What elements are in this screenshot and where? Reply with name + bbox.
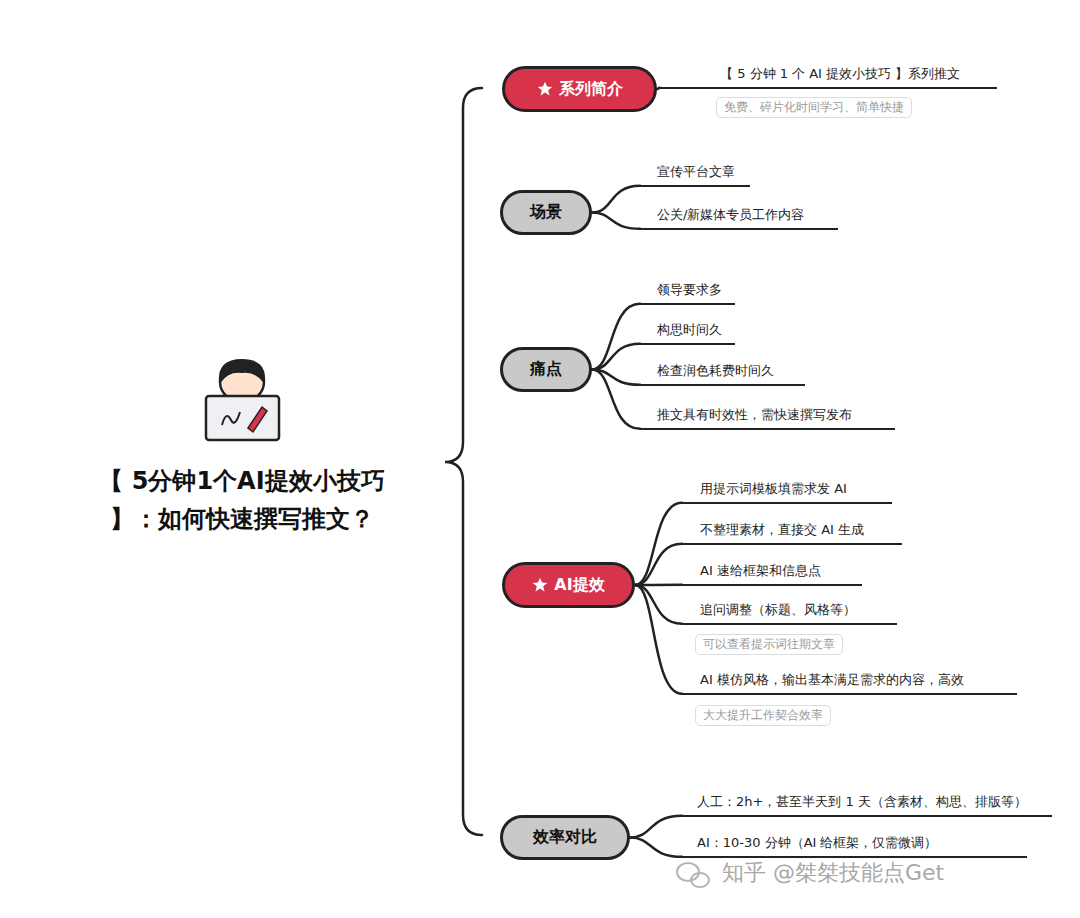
node-text: 痛点 bbox=[530, 359, 562, 380]
note-tag: 大大提升工作契合效率 bbox=[695, 705, 831, 726]
branch-connector bbox=[592, 186, 640, 213]
leaf-item: 不整理素材，直接交 AI 生成 bbox=[682, 521, 902, 545]
node-text: 系列简介 bbox=[559, 79, 623, 100]
node-text: 不整理素材，直接交 AI 生成 bbox=[700, 522, 864, 537]
node-text: 用提示词模板填需求发 AI bbox=[700, 481, 847, 496]
branch-connector bbox=[635, 544, 682, 585]
node-text: AI 速给框架和信息点 bbox=[700, 563, 821, 578]
leaf-item: 【 5 分钟 1 个 AI 提效小技巧 】系列推文 bbox=[660, 65, 997, 89]
leaf-item: 领导要求多 bbox=[640, 281, 735, 305]
leaf-item: 检查润色耗费时间久 bbox=[640, 362, 805, 386]
node-text: 推文具有时效性，需快速撰写发布 bbox=[657, 407, 852, 422]
branch-connector bbox=[630, 816, 682, 838]
leaf-item: 人工：2h+，甚至半天到 1 天（含素材、构思、排版等） bbox=[682, 793, 1052, 817]
highlight-branch: 系列简介 bbox=[502, 66, 657, 112]
branch-connector bbox=[592, 370, 640, 429]
branch-connector bbox=[635, 503, 682, 585]
leaf-item: 用提示词模板填需求发 AI bbox=[682, 480, 892, 504]
watermark: 知乎 @桀桀技能点Get bbox=[722, 858, 944, 888]
node-text: 免费、碎片化时间学习、简单快捷 bbox=[724, 100, 904, 114]
branch-connector bbox=[630, 838, 682, 857]
node-text: 追问调整（标题、风格等） bbox=[700, 602, 856, 617]
person-laptop-icon bbox=[206, 360, 279, 440]
node-text: 领导要求多 bbox=[657, 282, 722, 297]
branch-connector bbox=[635, 585, 682, 694]
curly-brace bbox=[445, 88, 482, 835]
highlight-branch: AI提效 bbox=[502, 562, 635, 608]
leaf-item: 构思时间久 bbox=[640, 321, 735, 345]
note-tag: 可以查看提示词往期文章 bbox=[695, 634, 843, 655]
node-text: 构思时间久 bbox=[657, 322, 722, 337]
node-text: AI提效 bbox=[554, 575, 604, 596]
note-tag: 免费、碎片化时间学习、简单快捷 bbox=[716, 97, 912, 118]
node-text: 公关/新媒体专员工作内容 bbox=[657, 207, 804, 222]
leaf-item: 推文具有时效性，需快速撰写发布 bbox=[640, 406, 895, 430]
branch-pill: 痛点 bbox=[500, 347, 592, 392]
wechat-icon bbox=[677, 863, 709, 887]
node-text: 大大提升工作契合效率 bbox=[703, 708, 823, 722]
leaf-item: 宣传平台文章 bbox=[640, 163, 750, 187]
mind-map-title: 【 5分钟1个AI提效小技巧 】：如何快速撰写推文？ bbox=[72, 462, 412, 538]
branch-connector bbox=[592, 213, 640, 229]
node-text: AI 模仿风格，输出基本满足需求的内容，高效 bbox=[700, 672, 964, 687]
node-text: 场景 bbox=[530, 202, 562, 223]
node-text: 可以查看提示词往期文章 bbox=[703, 637, 835, 651]
star-icon bbox=[532, 577, 548, 593]
node-text: AI：10-30 分钟（AI 给框架，仅需微调） bbox=[697, 835, 938, 850]
star-icon bbox=[537, 81, 553, 97]
node-text: 效率对比 bbox=[533, 827, 597, 848]
branch-pill: 场景 bbox=[500, 190, 592, 235]
node-text: 检查润色耗费时间久 bbox=[657, 363, 774, 378]
node-text: 人工：2h+，甚至半天到 1 天（含素材、构思、排版等） bbox=[697, 794, 1027, 809]
leaf-item: 追问调整（标题、风格等） bbox=[682, 601, 897, 625]
branch-connector bbox=[592, 304, 640, 370]
leaf-item: AI：10-30 分钟（AI 给框架，仅需微调） bbox=[682, 834, 1027, 858]
node-text: 【 5 分钟 1 个 AI 提效小技巧 】系列推文 bbox=[720, 66, 960, 81]
node-text: 宣传平台文章 bbox=[657, 164, 735, 179]
branch-pill: 效率对比 bbox=[500, 815, 630, 860]
branch-connector bbox=[592, 344, 640, 370]
leaf-item: AI 模仿风格，输出基本满足需求的内容，高效 bbox=[682, 671, 1017, 695]
leaf-item: 公关/新媒体专员工作内容 bbox=[640, 206, 838, 230]
leaf-item: AI 速给框架和信息点 bbox=[682, 562, 862, 586]
